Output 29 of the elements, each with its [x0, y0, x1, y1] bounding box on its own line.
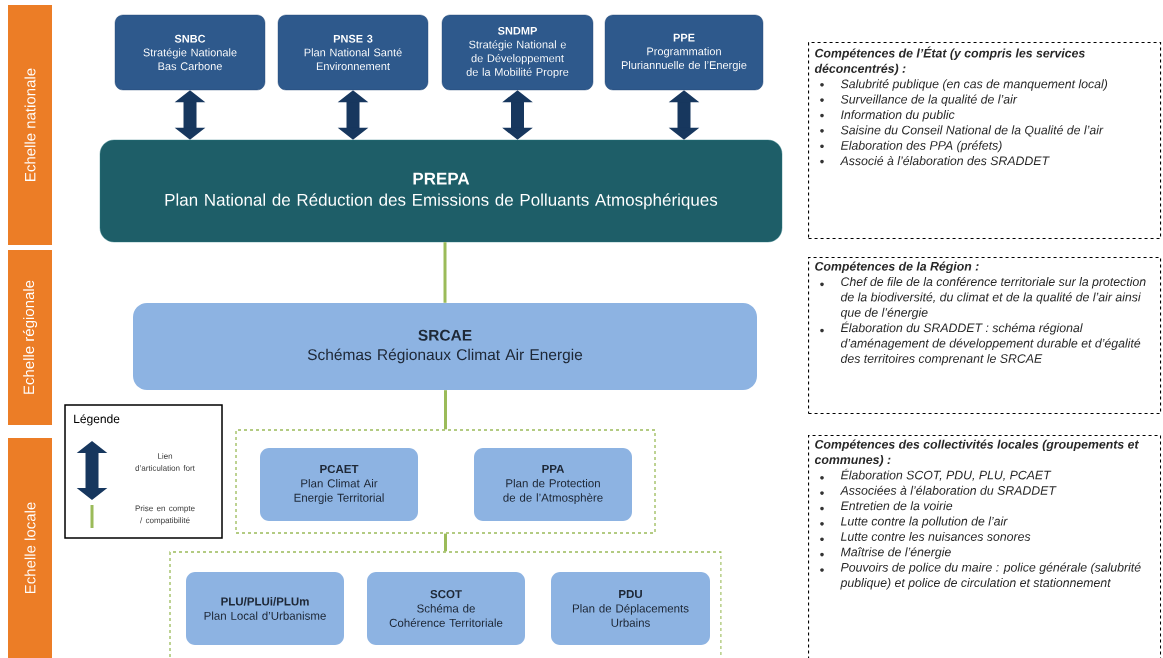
plan-box: PLU/PLUi/PLUm Plan Local d’Urbanisme: [186, 572, 344, 645]
connector-line: [444, 533, 447, 552]
plan-box: SNBC Stratégie Nationale Bas Carbone: [114, 14, 266, 91]
scale-band: Echelle régionale: [8, 250, 52, 425]
plan-box: SNDMP Stratégie National e de Développement de la Mobilité Propre: [441, 14, 594, 91]
plan-box: PPA Plan de Protection de de l’Atmosphère: [474, 448, 632, 521]
plan-box: PNSE 3 Plan National Santé Environnement: [277, 14, 429, 91]
plan-box: SRCAE Schémas Régionaux Climat Air Energie: [133, 303, 757, 390]
group-frame: [235, 429, 656, 534]
competence-panel: Compétences de l’État (y compris les services déconcentrés) : Salubrité publique (en cas de manquement local) Surveillance de la qualité de l’air Information du public Saisine du Conseil National de la Qualité de l’air Elaboration des PPA (préfets) Associé à l’élaboration des SRADDET: [808, 42, 1162, 240]
double-arrow: [668, 90, 700, 140]
competence-panel: Compétences de la Région : Chef de file de la conférence territoriale sur la protection de la biodiversité, du climat et de la qualité de l’air ainsi que de l’énergie Élaboration du SRADDET : schéma régional d’aménagement de développement durable et d’égalité des territoires comprenant le SRCAE: [808, 257, 1162, 415]
plan-box: PCAET Plan Climat Air Energie Territorial: [260, 448, 418, 521]
connector-line: [443, 242, 447, 303]
scale-band: Echelle nationale: [8, 5, 52, 245]
plan-box: PDU Plan de Déplacements Urbains: [551, 572, 710, 645]
plan-box: PREPA Plan National de Réduction des Emissions de Polluants Atmosphériques: [99, 139, 783, 243]
group-frame: [169, 551, 722, 658]
legend-title: Légende: [74, 414, 120, 426]
double-arrow: [174, 90, 206, 140]
legend-text: Lien d’articulation fort: [135, 453, 195, 471]
scale-band: Echelle locale: [8, 438, 52, 658]
legend-text: Prise en compte / compatibilité: [135, 505, 195, 525]
double-arrow: [337, 90, 369, 140]
connector-line: [444, 390, 447, 430]
plan-box: PPE Programmation Pluriannuelle de l’Energie: [604, 14, 764, 91]
plan-box: SCOT Schéma de Cohérence Territoriale: [367, 572, 525, 645]
double-arrow: [502, 90, 533, 140]
competence-panel: Compétences des collectivités locales (groupements et communes) : Élaboration SCOT, PDU, PLU, PCAET Associées à l’élaboration du SRADDET Entretien de la voirie Lutte contre la pollution de l’air Lutte contre les nuisances sonores Maîtrise de l’énergie Pouvoirs de police du maire : police générale (salubrité publique) et police de circulation et stationnement: [808, 435, 1162, 658]
